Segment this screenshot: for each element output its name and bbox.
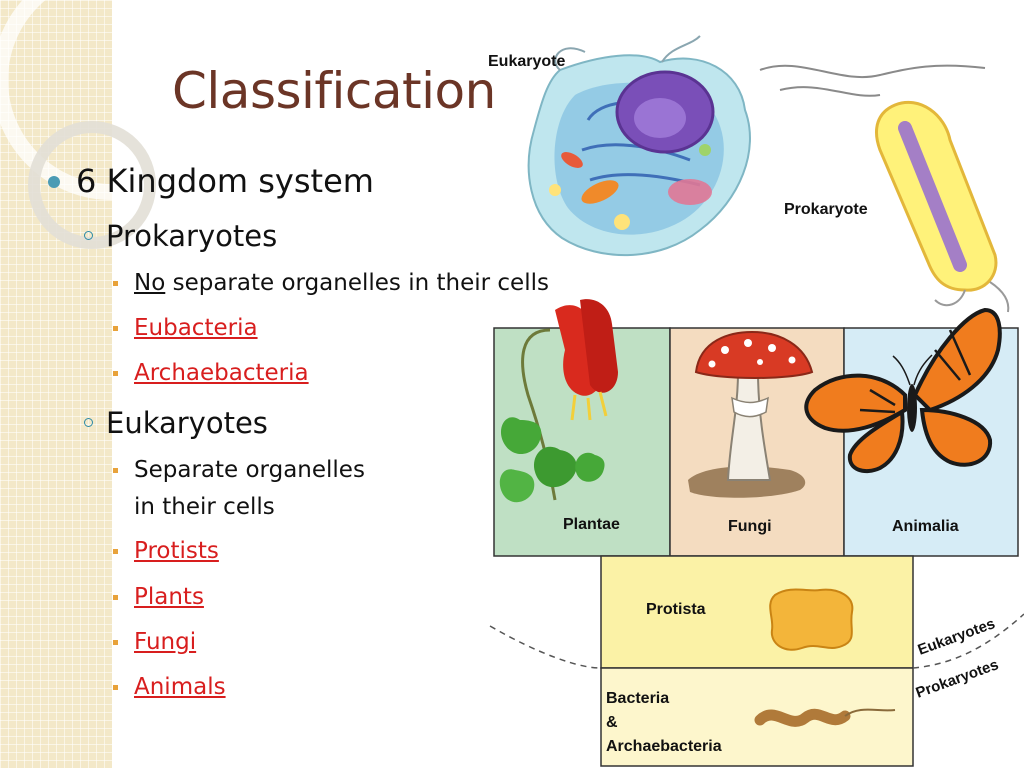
bullet-square-icon: [113, 595, 118, 600]
bacteria-label-line3: Archaebacteria: [606, 738, 722, 755]
mushroom-icon: [688, 330, 814, 498]
link-protists[interactable]: Protists: [134, 538, 219, 564]
prokaryote-note: No separate organelles in their cells: [134, 270, 549, 296]
bullet-main: 6 Kingdom system: [76, 162, 374, 200]
bullet-square-icon: [113, 549, 118, 554]
bullet-square-icon: [113, 640, 118, 645]
plantae-label: Plantae: [563, 516, 620, 533]
decorative-rings: [0, 0, 200, 249]
eukaryote-note-line1: Separate organelles: [134, 457, 365, 483]
bullet-dot-icon: [48, 176, 60, 188]
link-animals[interactable]: Animals: [134, 674, 226, 700]
link-eubacteria[interactable]: Eubacteria: [134, 315, 258, 341]
prokaryote-label: Prokaryote: [784, 201, 868, 218]
boundary-curve-right: [912, 613, 1024, 669]
eukaryote-label: Eukaryote: [488, 53, 565, 70]
eukaryote-note-line2: in their cells: [134, 494, 275, 520]
eukaryote-cell-icon: [527, 35, 751, 257]
prokaryote-note-text: separate organelles in their cells: [172, 270, 549, 296]
protista-box: [600, 555, 914, 669]
bullet-square-icon: [113, 326, 118, 331]
bullet-square-icon: [113, 468, 118, 473]
bacterium-icon: [754, 708, 896, 727]
animalia-label: Animalia: [892, 518, 959, 535]
columbine-plant-icon: [499, 299, 618, 503]
amoeba-icon: [769, 588, 854, 651]
curve-label-eukaryotes: Eukaryotes: [916, 615, 998, 659]
prokaryotes-heading: Prokaryotes: [106, 219, 278, 253]
bullet-circle-icon: [84, 231, 93, 240]
bullet-square-icon: [113, 281, 118, 286]
bacteria-label-line1: Bacteria: [606, 690, 669, 707]
bacteria-label-line2: &: [606, 714, 618, 731]
boundary-curve-left: [489, 625, 601, 669]
eukaryotes-heading: Eukaryotes: [106, 406, 268, 440]
bullet-square-icon: [113, 685, 118, 690]
protista-label: Protista: [646, 601, 706, 618]
slide-title: Classification: [172, 62, 496, 120]
butterfly-icon: [804, 307, 1002, 474]
bullet-square-icon: [113, 371, 118, 376]
link-archaebacteria[interactable]: Archaebacteria: [134, 360, 309, 386]
fungi-label: Fungi: [728, 518, 772, 535]
emphasis-no: No: [134, 270, 166, 296]
link-fungi[interactable]: Fungi: [134, 629, 197, 655]
bullet-circle-icon: [84, 418, 93, 427]
link-plants[interactable]: Plants: [134, 584, 204, 610]
prokaryote-cell-icon: [759, 64, 1010, 313]
curve-label-prokaryotes: Prokaryotes: [914, 656, 1001, 702]
